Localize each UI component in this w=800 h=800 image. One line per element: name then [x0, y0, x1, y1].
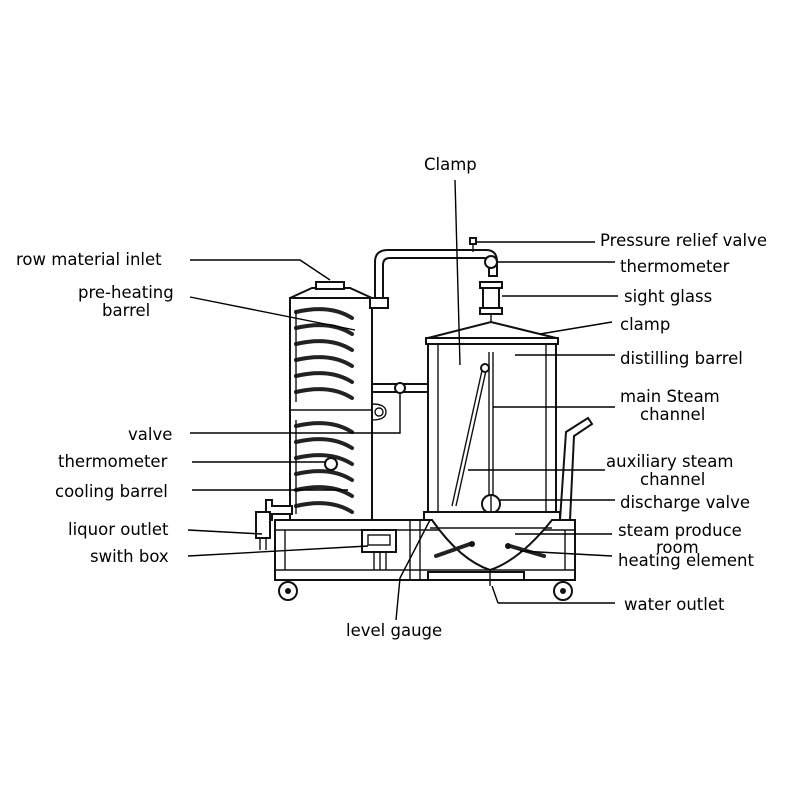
label-pre-heating-barrel-line2: barrel [102, 301, 150, 320]
leader-row-material-inlet [190, 259, 331, 281]
leader-lines [187, 179, 618, 621]
steam-produce-room [423, 511, 561, 586]
apparatus-drawing [255, 237, 594, 601]
sight-glass [479, 281, 503, 322]
leader-heating-element [519, 550, 613, 557]
thermometer-left-icon [324, 457, 338, 471]
label-row-material-inlet: row material inlet [16, 250, 162, 269]
label-pressure-relief-valve: Pressure relief valve [600, 231, 767, 250]
label-thermometer-right: thermometer [620, 257, 730, 276]
leader-level-gauge [395, 519, 431, 621]
label-thermometer-left: thermometer [58, 452, 168, 471]
label-pre-heating-barrel-line1: pre-heating [78, 283, 174, 302]
cart-wheel-right [553, 580, 573, 601]
label-auxiliary-steam-channel-line2: channel [640, 470, 705, 489]
distilling-barrel [371, 320, 559, 514]
leader-water-outlet [491, 585, 499, 604]
label-sight-glass: sight glass [624, 287, 712, 306]
leader-valve [190, 394, 401, 434]
label-clamp-top: Clamp [424, 155, 477, 174]
pre-heating-barrel [289, 281, 373, 521]
leader-liquor-outlet [187, 529, 263, 535]
label-distilling-barrel: distilling barrel [620, 349, 743, 368]
label-level-gauge: level gauge [346, 621, 442, 640]
cooling-coil [294, 420, 354, 514]
label-main-steam-channel-line1: main Steam [620, 387, 720, 406]
labels: Clamp Pressure relief valve thermometer … [16, 155, 767, 640]
label-steam-produce-room-line1: steam produce [618, 521, 742, 540]
switch-box [361, 529, 397, 570]
liquor-outlet-tap [255, 499, 293, 550]
label-switch-box: swith box [90, 547, 169, 566]
label-heating-element: heating element [618, 551, 755, 570]
leader-clamp-top [454, 179, 461, 366]
label-cooling-barrel: cooling barrel [55, 482, 168, 501]
leader-clamp-right [539, 321, 613, 335]
pre-heating-coil [294, 307, 354, 402]
label-auxiliary-steam-channel-line1: auxiliary steam [606, 452, 733, 471]
label-valve: valve [128, 425, 172, 444]
cart-wheel-left [278, 580, 298, 601]
label-main-steam-channel-line2: channel [640, 405, 705, 424]
leader-pre-heating-barrel [189, 296, 356, 331]
vapor-pipe [369, 237, 498, 309]
label-liquor-outlet: liquor outlet [68, 520, 169, 539]
label-clamp-right: clamp [620, 315, 670, 334]
label-steam-produce-room-line2: room [656, 538, 699, 557]
valve-icon [394, 382, 406, 394]
leader-switch-box [187, 545, 369, 557]
label-water-outlet: water outlet [624, 595, 725, 614]
label-discharge-valve: discharge valve [620, 493, 750, 512]
